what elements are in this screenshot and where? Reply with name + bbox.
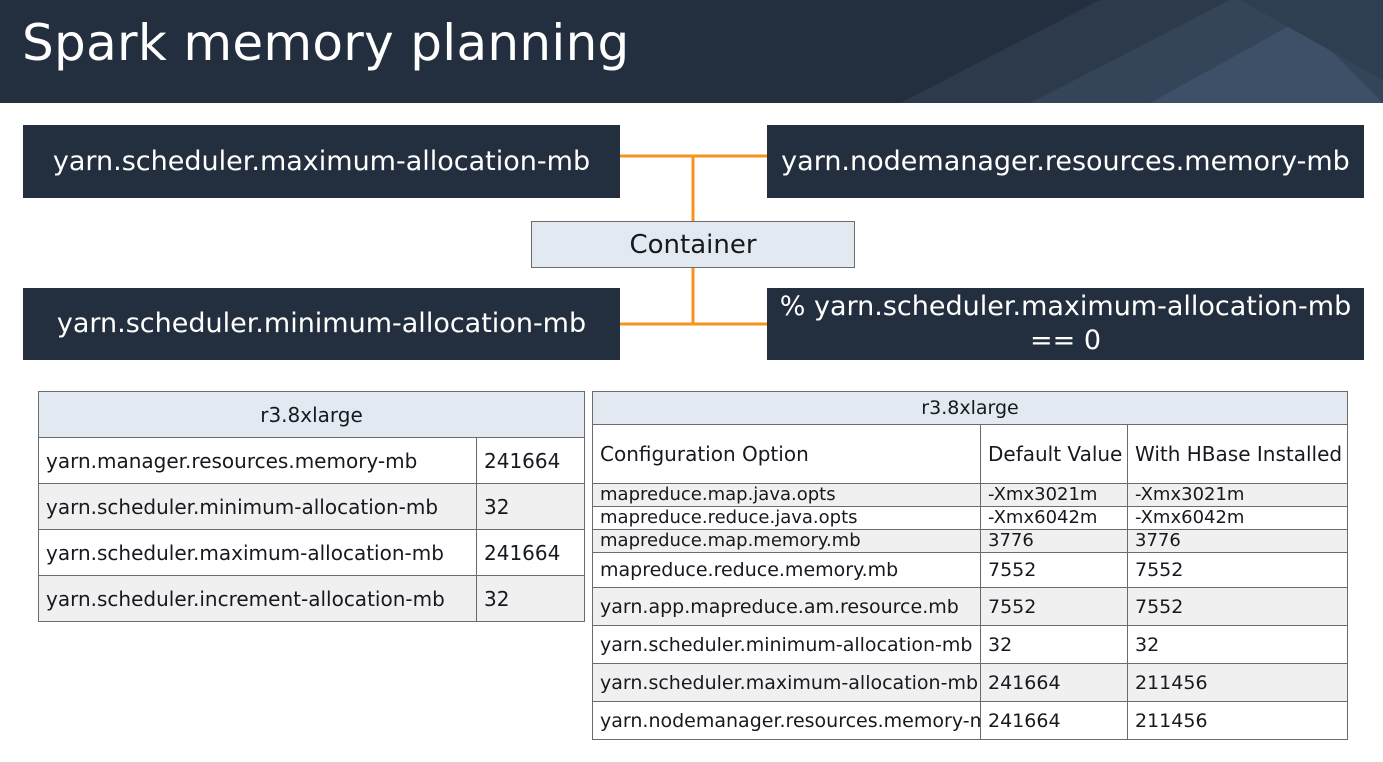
table-row: yarn.scheduler.maximum-allocation-mb 241…	[592, 663, 1349, 702]
max-allocation-label: yarn.scheduler.maximum-allocation-mb	[52, 145, 591, 177]
table-row: mapreduce.reduce.memory.mb 7552 7552	[592, 552, 1349, 588]
option-cell: mapreduce.map.java.opts	[592, 483, 981, 507]
instance-yarn-table: r3.8xlarge yarn.manager.resources.memory…	[38, 391, 585, 622]
table-header-row: Configuration Option Default Value With …	[592, 424, 1349, 484]
max-allocation-box: yarn.scheduler.maximum-allocation-mb	[23, 125, 620, 198]
value-cell: 32	[476, 483, 585, 530]
table-row: yarn.nodemanager.resources.memory-mb 241…	[592, 701, 1349, 740]
container-label: Container	[629, 229, 757, 260]
default-cell: -Xmx3021m	[980, 483, 1128, 507]
nodemanager-memory-label: yarn.nodemanager.resources.memory-mb	[781, 145, 1350, 177]
table-row: yarn.scheduler.minimum-allocation-mb 32 …	[592, 625, 1349, 664]
container-box: Container	[531, 221, 855, 268]
value-cell: 32	[476, 575, 585, 622]
header-decoration	[900, 0, 1383, 103]
default-cell: 241664	[980, 701, 1128, 740]
hbase-cell: 32	[1126, 625, 1349, 664]
option-cell: yarn.app.mapreduce.am.resource.mb	[592, 587, 981, 626]
option-cell: yarn.scheduler.maximum-allocation-mb	[38, 529, 477, 576]
table-row: yarn.app.mapreduce.am.resource.mb 7552 7…	[592, 587, 1349, 626]
slide-header: Spark memory planning	[0, 0, 1383, 103]
hbase-cell: 7552	[1126, 587, 1349, 626]
table-row: yarn.scheduler.minimum-allocation-mb 32	[38, 483, 585, 530]
table-row: yarn.scheduler.maximum-allocation-mb 241…	[38, 529, 585, 576]
column-header-option: Configuration Option	[592, 424, 981, 484]
table-row: mapreduce.reduce.java.opts -Xmx6042m -Xm…	[592, 506, 1349, 530]
default-cell: -Xmx6042m	[980, 506, 1128, 530]
hbase-cell: 7552	[1126, 552, 1349, 588]
table-row: mapreduce.map.java.opts -Xmx3021m -Xmx30…	[592, 483, 1349, 507]
nodemanager-memory-box: yarn.nodemanager.resources.memory-mb	[767, 125, 1364, 198]
option-cell: yarn.scheduler.increment-allocation-mb	[38, 575, 477, 622]
option-cell: yarn.manager.resources.memory-mb	[38, 437, 477, 484]
option-cell: yarn.scheduler.minimum-allocation-mb	[38, 483, 477, 530]
option-cell: mapreduce.map.memory.mb	[592, 529, 981, 553]
option-cell: mapreduce.reduce.memory.mb	[592, 552, 981, 588]
table-row: mapreduce.map.memory.mb 3776 3776	[592, 529, 1349, 553]
hbase-cell: -Xmx3021m	[1126, 483, 1349, 507]
table-row: yarn.manager.resources.memory-mb 241664	[38, 437, 585, 484]
table-row: yarn.scheduler.increment-allocation-mb 3…	[38, 575, 585, 622]
page-title: Spark memory planning	[22, 14, 630, 72]
column-header-hbase: With HBase Installed	[1126, 424, 1349, 484]
min-allocation-label: yarn.scheduler.minimum-allocation-mb	[56, 308, 587, 339]
default-cell: 241664	[980, 663, 1128, 702]
option-cell: mapreduce.reduce.java.opts	[592, 506, 981, 530]
default-cell: 7552	[980, 587, 1128, 626]
default-cell: 32	[980, 625, 1128, 664]
column-header-default: Default Value	[980, 424, 1128, 484]
modulo-rule-label: % yarn.scheduler.maximum-allocation-mb =…	[779, 291, 1352, 356]
table-title: r3.8xlarge	[38, 391, 585, 438]
hbase-cell: -Xmx6042m	[1126, 506, 1349, 530]
table-title: r3.8xlarge	[591, 391, 1349, 425]
option-cell: yarn.nodemanager.resources.memory-mb	[592, 701, 981, 740]
min-allocation-box: yarn.scheduler.minimum-allocation-mb	[23, 288, 620, 360]
mapreduce-config-table: r3.8xlarge Configuration Option Default …	[591, 391, 1349, 740]
value-cell: 241664	[476, 437, 585, 484]
hbase-cell: 211456	[1126, 701, 1349, 740]
default-cell: 7552	[980, 552, 1128, 588]
option-cell: yarn.scheduler.minimum-allocation-mb	[592, 625, 981, 664]
hbase-cell: 3776	[1126, 529, 1349, 553]
hbase-cell: 211456	[1126, 663, 1349, 702]
modulo-rule-box: % yarn.scheduler.maximum-allocation-mb =…	[767, 288, 1364, 360]
value-cell: 241664	[476, 529, 585, 576]
default-cell: 3776	[980, 529, 1128, 553]
option-cell: yarn.scheduler.maximum-allocation-mb	[592, 663, 981, 702]
